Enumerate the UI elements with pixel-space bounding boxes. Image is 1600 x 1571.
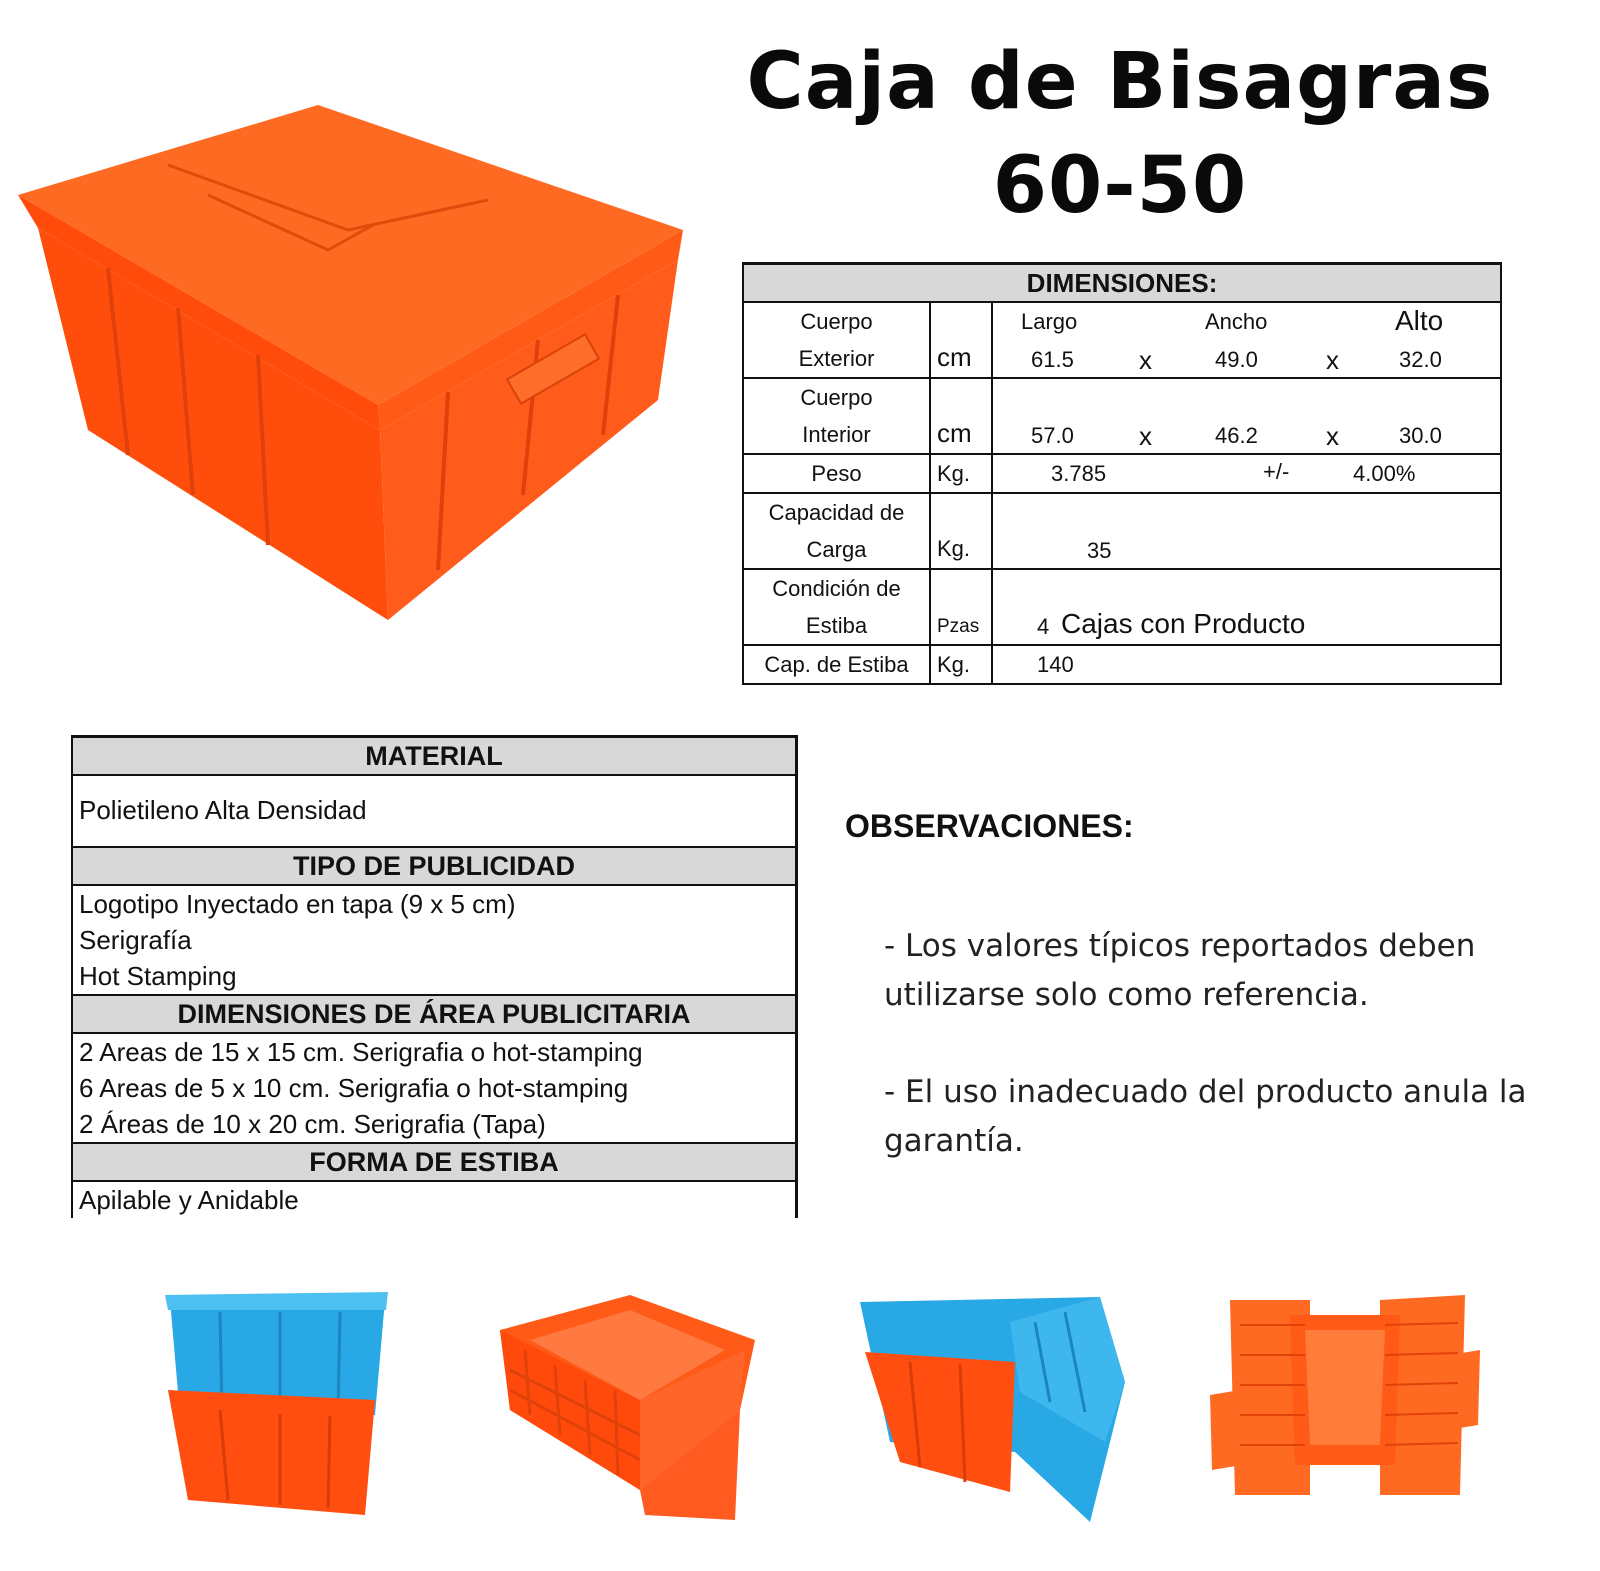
row-label: Peso: [742, 453, 931, 494]
largo-value: 61.5: [1031, 347, 1074, 372]
row-values: Largo Ancho Alto 61.5 x 49.0 x 32.0: [990, 301, 1503, 379]
observacion-item: - Los valores típicos reportados deben u…: [884, 928, 1476, 1013]
table-row: Peso Kg. 3.785 +/- 4.00%: [742, 453, 1503, 494]
row-unit: Kg.: [929, 492, 993, 570]
main-crate-image: [18, 105, 683, 620]
list-item: Serigrafía: [79, 925, 192, 955]
material-header: MATERIAL: [73, 735, 795, 776]
times-sign: x: [1139, 345, 1152, 375]
area-list: 2 Areas de 15 x 15 cm. Serigrafia o hot-…: [73, 1034, 795, 1142]
area-header: DIMENSIONES DE ÁREA PUBLICITARIA: [73, 994, 795, 1034]
estiba-value: Apilable y Anidable: [79, 1185, 299, 1215]
open-crate-image: [500, 1295, 755, 1520]
alto-label: Alto: [1395, 305, 1444, 336]
observacion-item: - El uso inadecuado del producto anula l…: [884, 1074, 1527, 1159]
estiba-header: FORMA DE ESTIBA: [73, 1142, 795, 1182]
dimensions-header: DIMENSIONES:: [741, 262, 1503, 303]
largo-label: Largo: [1021, 309, 1078, 334]
title-line-1: Caja de Bisagras: [746, 37, 1494, 127]
row-values: 35: [990, 492, 1503, 570]
row-unit: Kg.: [929, 453, 993, 494]
row-unit: cm: [929, 377, 993, 455]
material-table: MATERIAL Polietileno Alta Densidad TIPO …: [71, 735, 798, 1218]
lid-opening-crate-image: [860, 1297, 1125, 1522]
peso-value: 3.785: [1051, 461, 1107, 486]
row-unit: cm: [929, 301, 993, 379]
unfolded-crate-image: [1210, 1295, 1480, 1495]
publicidad-header: TIPO DE PUBLICIDAD: [73, 846, 795, 886]
list-item: 6 Areas de 5 x 10 cm. Serigrafia o hot-s…: [79, 1073, 629, 1103]
row-values: 3.785 +/- 4.00%: [990, 453, 1503, 494]
row-unit: Kg.: [929, 644, 993, 685]
observaciones-title: OBSERVACIONES:: [845, 808, 1134, 844]
row-values: 140: [990, 644, 1503, 685]
list-item: 2 Áreas de 10 x 20 cm. Serigrafia (Tapa): [79, 1109, 546, 1139]
list-item: 2 Areas de 15 x 15 cm. Serigrafia o hot-…: [79, 1037, 643, 1067]
ancho-label: Ancho: [1205, 309, 1268, 334]
list-item: Hot Stamping: [79, 961, 237, 991]
material-value: Polietileno Alta Densidad: [79, 795, 367, 825]
ancho-value: 46.2: [1215, 423, 1258, 448]
capacidad-value: 35: [1087, 538, 1112, 563]
publicidad-list: Logotipo Inyectado en tapa (9 x 5 cm) Se…: [73, 886, 795, 994]
estiba-qty: 4: [1037, 614, 1050, 639]
alto-value: 30.0: [1399, 423, 1442, 448]
row-unit: Pzas: [929, 568, 993, 646]
title-line-2: 60-50: [992, 141, 1248, 231]
table-row: Cap. de Estiba Kg. 140: [742, 644, 1503, 685]
page-title: Caja de Bisagras 60-50: [700, 30, 1540, 238]
row-label: Cap. de Estiba: [742, 644, 931, 685]
list-item: Logotipo Inyectado en tapa (9 x 5 cm): [79, 889, 516, 919]
times-sign: x: [1139, 421, 1152, 451]
times-sign: x: [1326, 345, 1339, 375]
times-sign: x: [1326, 421, 1339, 451]
ancho-value: 49.0: [1215, 347, 1258, 372]
estiba-text: Cajas con Producto: [1061, 608, 1306, 639]
alto-value: 32.0: [1399, 347, 1442, 372]
cap-estiba-value: 140: [1037, 652, 1074, 677]
largo-value: 57.0: [1031, 423, 1074, 448]
row-values: 57.0 x 46.2 x 30.0: [990, 377, 1503, 455]
tolerance-sign: +/-: [1263, 459, 1290, 484]
tolerance-value: 4.00%: [1353, 461, 1416, 486]
row-values: 4 Cajas con Producto: [990, 568, 1503, 646]
stacked-crates-image: [165, 1292, 388, 1515]
